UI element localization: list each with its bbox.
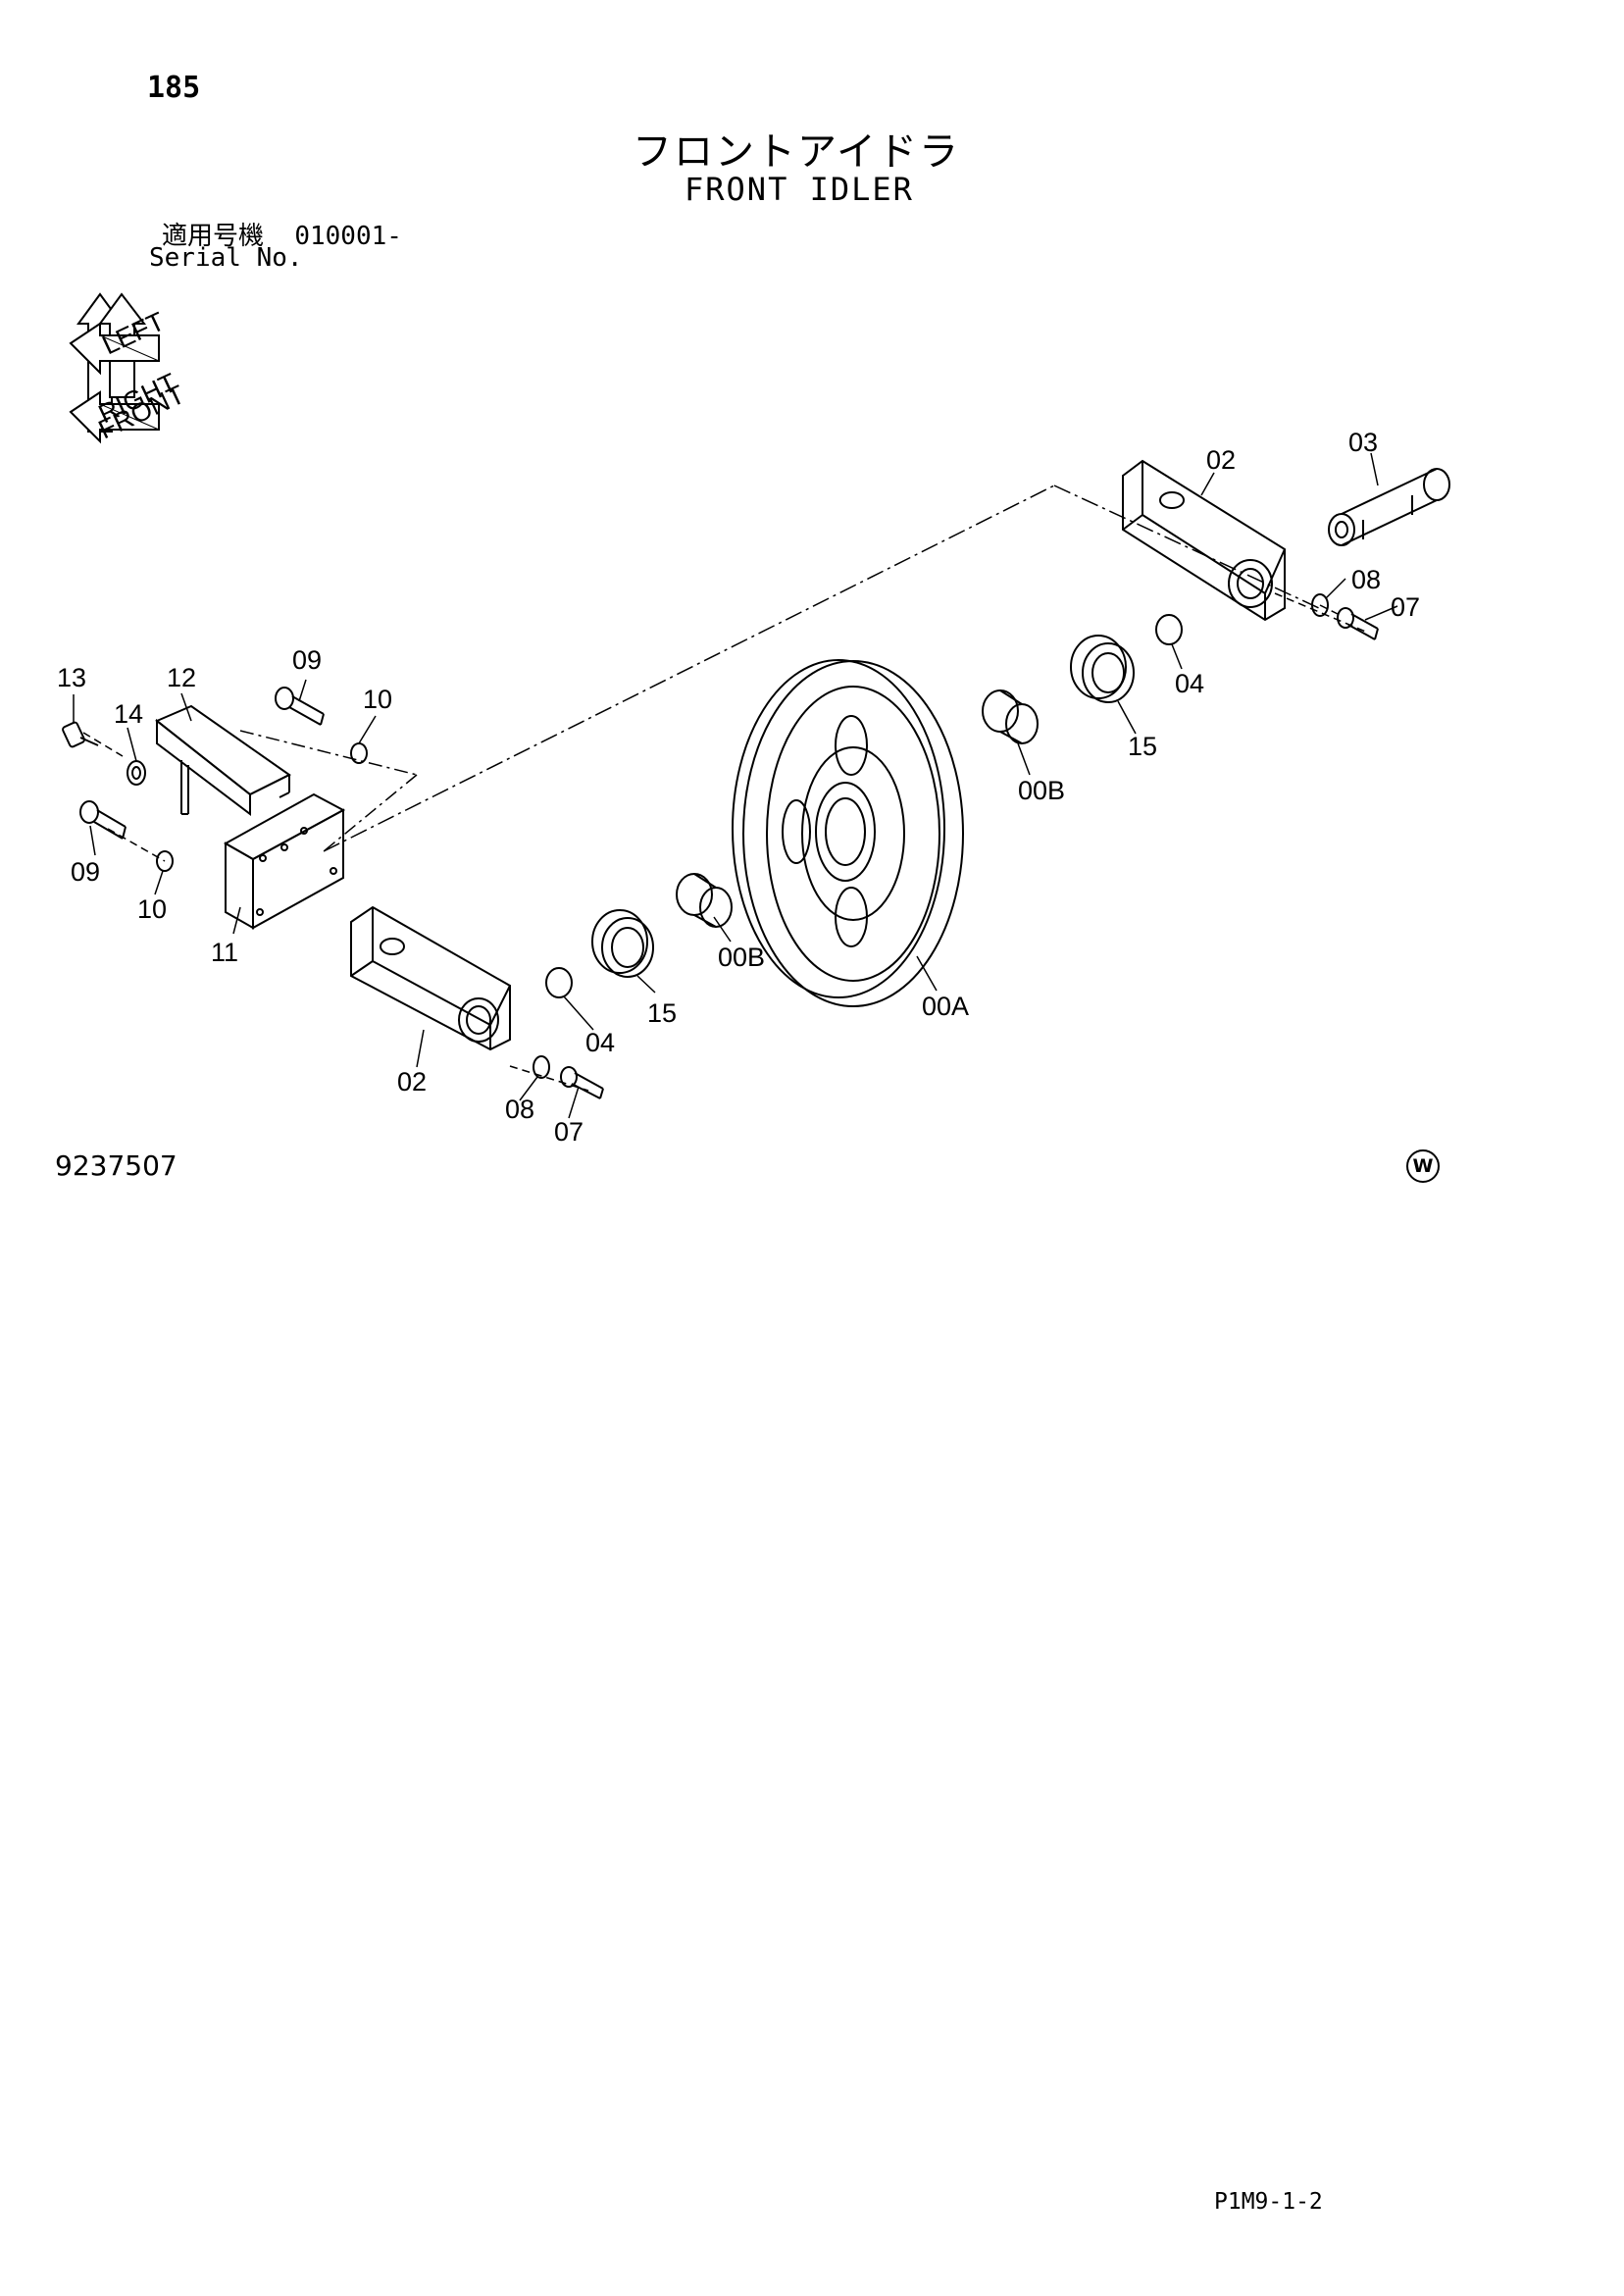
callout-12: 12: [167, 663, 196, 692]
part-02-bracket-upper: [1122, 459, 1286, 622]
callout-10-left: 10: [137, 894, 167, 924]
callout-04-lower: 04: [585, 1028, 615, 1057]
callout-13: 13: [57, 663, 86, 692]
part-02-bracket-lower: [350, 905, 511, 1051]
part-13-bolt: [62, 721, 99, 748]
callout-02-lower: 02: [397, 1067, 427, 1097]
serial-value: 010001-: [294, 222, 402, 251]
part-09-bolt-left: [79, 800, 127, 840]
part-10-washer-left: [156, 850, 174, 872]
part-15-seal-upper: [1070, 635, 1135, 703]
callout-07-upper: 07: [1391, 592, 1420, 622]
part-00B-bushing-upper: [982, 689, 1039, 744]
part-04-ring-lower: [545, 967, 573, 998]
callout-08-upper: 08: [1351, 565, 1381, 594]
serial-applicability: 適用号機 010001-: [162, 216, 402, 252]
part-15-seal-lower: [591, 909, 654, 978]
part-10-washer-top: [350, 742, 368, 764]
callout-11: 11: [211, 938, 238, 967]
part-03-pin: [1328, 468, 1450, 546]
serial-label-english: Serial No.: [149, 243, 303, 273]
callout-00A: 00A: [922, 992, 969, 1021]
part-11-block: [223, 792, 346, 930]
orientation-arrows-icon: LEFT RIGHT FRONT: [69, 292, 188, 444]
serial-label-japanese: 適用号機: [162, 222, 265, 251]
page-number: 185: [147, 71, 201, 105]
w-mark-icon: W: [1406, 1149, 1440, 1183]
callout-09-top: 09: [292, 645, 322, 675]
callout-15-upper: 15: [1128, 732, 1157, 761]
callout-08-lower: 08: [505, 1095, 534, 1124]
callout-10-top: 10: [363, 685, 392, 714]
drawing-number: 9237507: [55, 1149, 178, 1182]
part-12-cover: [155, 704, 291, 817]
part-08-washer-lower: [533, 1055, 550, 1079]
part-09-bolt-top: [275, 687, 325, 726]
callout-04-upper: 04: [1175, 669, 1204, 698]
callout-00B-lower: 00B: [718, 943, 765, 972]
callout-07-lower: 07: [554, 1117, 584, 1147]
part-00A-idler-wheel: [732, 659, 964, 1007]
title-english: FRONT IDLER: [685, 171, 914, 208]
callout-03: 03: [1348, 428, 1378, 457]
callout-09-left: 09: [71, 857, 100, 887]
part-04-ring-upper: [1155, 614, 1183, 645]
callout-14: 14: [114, 699, 143, 729]
callout-00B-upper: 00B: [1018, 776, 1065, 805]
title-japanese: フロントアイドラ: [633, 129, 960, 175]
callout-15-lower: 15: [647, 998, 677, 1028]
part-08-washer-upper: [1311, 593, 1329, 617]
part-07-bolt-lower: [560, 1066, 604, 1099]
callout-02-upper: 02: [1206, 445, 1236, 475]
page-code: P1M9-1-2: [1214, 2189, 1323, 2215]
part-00B-bushing-lower: [676, 873, 733, 928]
part-07-bolt-upper: [1337, 607, 1379, 640]
part-14-washer: [127, 760, 146, 786]
